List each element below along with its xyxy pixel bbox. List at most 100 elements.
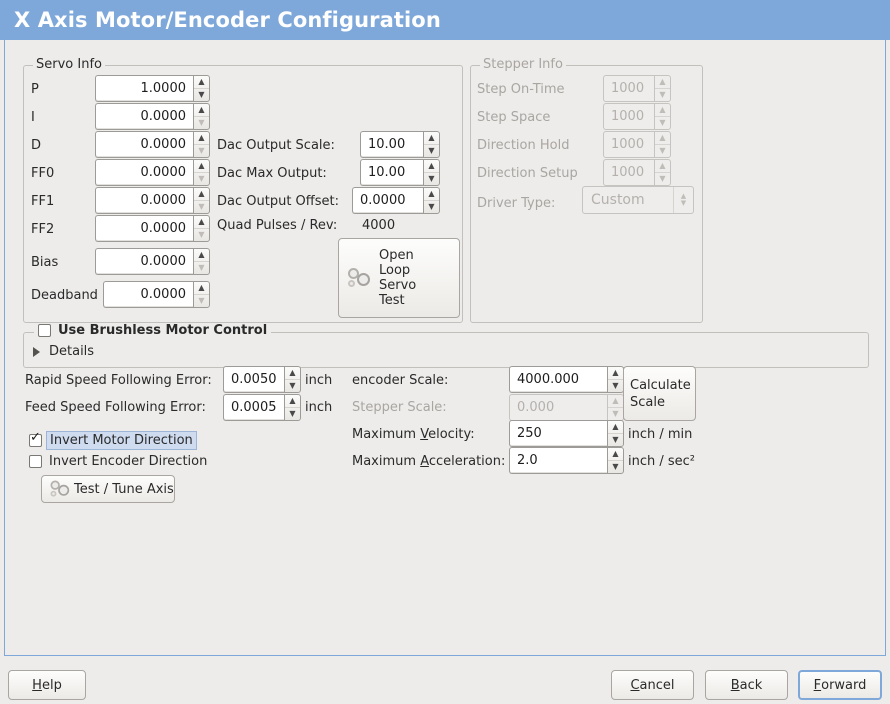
spin-down-icon[interactable]: ▼ bbox=[289, 380, 296, 390]
use-brushless-motor-control-checkbox[interactable]: Use Brushless Motor Control bbox=[34, 323, 272, 338]
max-accel-label-pre: Maximum bbox=[352, 454, 421, 469]
servo-input-deadband-spinner[interactable]: ▲ ▼ bbox=[193, 281, 210, 308]
test-tune-axis-button[interactable]: Test / Tune Axis bbox=[41, 475, 175, 503]
spin-down-icon[interactable]: ▼ bbox=[428, 173, 435, 183]
spin-down-icon[interactable]: ▼ bbox=[198, 262, 205, 272]
servo-input-i-value[interactable]: 0.0000 bbox=[95, 103, 193, 130]
spin-up-icon[interactable]: ▲ bbox=[424, 188, 439, 201]
checkbox-box[interactable] bbox=[38, 324, 51, 337]
checkbox-box[interactable] bbox=[29, 455, 42, 468]
servo-input-ff1-value[interactable]: 0.0000 bbox=[95, 187, 193, 214]
servo-input-ff2-spinner[interactable]: ▲ ▼ bbox=[193, 215, 210, 242]
invert-encoder-direction-checkbox[interactable]: Invert Encoder Direction bbox=[29, 454, 207, 469]
maximum-velocity-input[interactable]: 250 ▲ ▼ bbox=[509, 420, 624, 447]
spin-down-icon[interactable]: ▼ bbox=[612, 380, 619, 390]
dac-output-offset-value[interactable]: 0.0000 bbox=[352, 187, 423, 214]
servo-input-d-value[interactable]: 0.0000 bbox=[95, 131, 193, 158]
spin-up-icon[interactable]: ▲ bbox=[285, 367, 300, 380]
spin-up-icon[interactable]: ▲ bbox=[194, 160, 209, 173]
servo-input-bias[interactable]: 0.0000 ▲ ▼ bbox=[95, 248, 210, 275]
maximum-acceleration-value[interactable]: 2.0 bbox=[509, 447, 607, 474]
chevron-updown-icon: ▲▼ bbox=[673, 187, 693, 213]
spin-up-icon[interactable]: ▲ bbox=[194, 104, 209, 117]
rapid-following-error-value[interactable]: 0.0050 bbox=[223, 366, 284, 393]
direction-hold-value: 1000 bbox=[603, 131, 654, 158]
servo-input-deadband-value[interactable]: 0.0000 bbox=[103, 281, 193, 308]
calculate-scale-button[interactable]: Calculate Scale bbox=[623, 366, 696, 421]
spin-up-icon[interactable]: ▲ bbox=[608, 448, 623, 461]
maximum-velocity-spinner[interactable]: ▲ ▼ bbox=[607, 420, 624, 447]
feed-following-error-input[interactable]: 0.0005 ▲ ▼ bbox=[223, 394, 301, 421]
spin-up-icon[interactable]: ▲ bbox=[608, 421, 623, 434]
spin-down-icon[interactable]: ▼ bbox=[612, 434, 619, 444]
spin-down-icon[interactable]: ▼ bbox=[198, 89, 205, 99]
dac-output-offset-input[interactable]: 0.0000 ▲ ▼ bbox=[352, 187, 440, 214]
spin-down-icon[interactable]: ▼ bbox=[428, 201, 435, 211]
spin-up-icon[interactable]: ▲ bbox=[608, 367, 623, 380]
details-disclosure[interactable]: Details bbox=[33, 344, 94, 359]
maximum-acceleration-spinner[interactable]: ▲ ▼ bbox=[607, 447, 624, 474]
spin-up-icon[interactable]: ▲ bbox=[194, 282, 209, 295]
dac-output-scale-value[interactable]: 10.00 bbox=[360, 131, 423, 158]
servo-input-deadband[interactable]: 0.0000 ▲ ▼ bbox=[103, 281, 210, 308]
servo-input-ff0-spinner[interactable]: ▲ ▼ bbox=[193, 159, 210, 186]
servo-input-i[interactable]: 0.0000 ▲ ▼ bbox=[95, 103, 210, 130]
spin-down-icon[interactable]: ▼ bbox=[198, 201, 205, 211]
servo-input-ff0[interactable]: 0.0000 ▲ ▼ bbox=[95, 159, 210, 186]
servo-input-i-spinner[interactable]: ▲ ▼ bbox=[193, 103, 210, 130]
spin-down-icon[interactable]: ▼ bbox=[289, 408, 296, 418]
dac-max-output-value[interactable]: 10.00 bbox=[360, 159, 423, 186]
dac-output-scale-input[interactable]: 10.00 ▲ ▼ bbox=[360, 131, 440, 158]
encoder-scale-input[interactable]: 4000.000 ▲ ▼ bbox=[509, 366, 624, 393]
rapid-following-error-input[interactable]: 0.0050 ▲ ▼ bbox=[223, 366, 301, 393]
spin-down-icon[interactable]: ▼ bbox=[198, 145, 205, 155]
servo-input-p-value[interactable]: 1.0000 bbox=[95, 75, 193, 102]
servo-input-ff1-spinner[interactable]: ▲ ▼ bbox=[193, 187, 210, 214]
spin-up-icon[interactable]: ▲ bbox=[424, 160, 439, 173]
servo-input-d-spinner[interactable]: ▲ ▼ bbox=[193, 131, 210, 158]
spin-up-icon[interactable]: ▲ bbox=[285, 395, 300, 408]
spin-down-icon[interactable]: ▼ bbox=[198, 173, 205, 183]
encoder-scale-spinner[interactable]: ▲ ▼ bbox=[607, 366, 624, 393]
invert-motor-direction-checkbox[interactable]: Invert Motor Direction bbox=[29, 431, 197, 450]
dac-max-output-input[interactable]: 10.00 ▲ ▼ bbox=[360, 159, 440, 186]
spin-down-icon[interactable]: ▼ bbox=[198, 229, 205, 239]
encoder-scale-value[interactable]: 4000.000 bbox=[509, 366, 607, 393]
spin-up-icon[interactable]: ▲ bbox=[194, 216, 209, 229]
spin-up-icon[interactable]: ▲ bbox=[194, 76, 209, 89]
dac-output-scale-spinner[interactable]: ▲ ▼ bbox=[423, 131, 440, 158]
step-space-label: Step Space bbox=[477, 110, 551, 125]
spin-down-icon[interactable]: ▼ bbox=[198, 295, 205, 305]
servo-input-ff2-value[interactable]: 0.0000 bbox=[95, 215, 193, 242]
servo-input-bias-value[interactable]: 0.0000 bbox=[95, 248, 193, 275]
servo-input-p-spinner[interactable]: ▲ ▼ bbox=[193, 75, 210, 102]
checkbox-box[interactable] bbox=[29, 431, 42, 447]
servo-input-ff0-value[interactable]: 0.0000 bbox=[95, 159, 193, 186]
spin-up-icon[interactable]: ▲ bbox=[194, 188, 209, 201]
rapid-following-error-spinner[interactable]: ▲ ▼ bbox=[284, 366, 301, 393]
dac-output-offset-spinner[interactable]: ▲ ▼ bbox=[423, 187, 440, 214]
servo-input-d[interactable]: 0.0000 ▲ ▼ bbox=[95, 131, 210, 158]
dac-max-output-spinner[interactable]: ▲ ▼ bbox=[423, 159, 440, 186]
spin-up-icon[interactable]: ▲ bbox=[424, 132, 439, 145]
spin-down-icon[interactable]: ▼ bbox=[612, 461, 619, 471]
spin-down-icon[interactable]: ▼ bbox=[428, 145, 435, 155]
servo-input-bias-spinner[interactable]: ▲ ▼ bbox=[193, 248, 210, 275]
servo-input-ff2[interactable]: 0.0000 ▲ ▼ bbox=[95, 215, 210, 242]
chevron-right-icon[interactable] bbox=[33, 346, 40, 357]
maximum-velocity-value[interactable]: 250 bbox=[509, 420, 607, 447]
spin-up-icon[interactable]: ▲ bbox=[194, 132, 209, 145]
spin-down-icon[interactable]: ▼ bbox=[198, 117, 205, 127]
open-loop-servo-test-button[interactable]: Open Loop Servo Test bbox=[338, 238, 460, 318]
test-tune-axis-label: Test / Tune Axis bbox=[74, 481, 174, 497]
feed-following-error-value[interactable]: 0.0005 bbox=[223, 394, 284, 421]
servo-input-ff1[interactable]: 0.0000 ▲ ▼ bbox=[95, 187, 210, 214]
maximum-acceleration-input[interactable]: 2.0 ▲ ▼ bbox=[509, 447, 624, 474]
feed-following-error-spinner[interactable]: ▲ ▼ bbox=[284, 394, 301, 421]
servo-input-p[interactable]: 1.0000 ▲ ▼ bbox=[95, 75, 210, 102]
spin-up-icon[interactable]: ▲ bbox=[194, 249, 209, 262]
